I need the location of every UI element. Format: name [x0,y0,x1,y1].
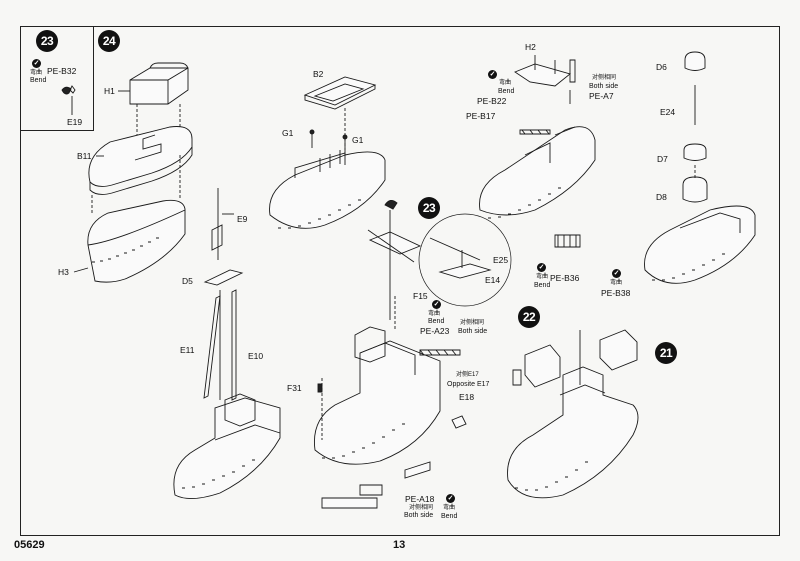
note-both-cn: 对侧相同 [409,505,434,511]
label-e14: E14 [485,275,501,285]
label-e24: E24 [660,107,676,117]
note-both-en: Both side [404,512,434,519]
label-pe-a18: PE-A18 [405,494,435,504]
label-e25: E25 [493,255,509,265]
step-24-upper-hull-right [479,126,596,219]
part-b11-deck [88,126,193,195]
part-g1-pair [309,129,348,158]
label-d8: D8 [656,192,667,202]
part-h2 [514,55,576,135]
label-f31: F31 [287,383,302,393]
step-21-subassembly [599,329,638,371]
step-24-hull-right [644,205,756,284]
funnel-parts [682,51,708,203]
bend-icon: ✓ [612,269,621,278]
page-number: 13 [393,539,406,551]
label-pe-a23: PE-A23 [420,326,450,336]
bend-icon: ✓ [488,70,497,79]
note-bend-cn: 弯曲 [499,80,512,86]
note-both-cn: 对侧相同 [592,75,617,81]
label-h1: H1 [104,86,115,96]
note-bend-en: Bend [534,282,551,289]
label-pe-b36: PE-B36 [550,273,580,283]
note-bend-cn: 弯曲 [536,274,549,280]
page-frame [20,26,780,536]
label-pe-b17: PE-B17 [466,111,496,121]
inset-bend-en: Bend [30,77,47,84]
label-g1-left: G1 [282,128,294,138]
bend-icon: ✓ [432,300,441,309]
inset-part-label: E19 [67,117,83,127]
label-pe-b38: PE-B38 [601,288,631,298]
center-hull [313,296,467,509]
step-number-23-inset: 23 [36,30,58,52]
note-both-cn: 对侧相同 [460,320,485,326]
inset-bend-cn: 弯曲 [30,70,43,76]
bend-icon: ✓ [537,263,546,272]
note-bend-en: Bend [441,513,458,520]
step-23-inset-box [20,26,94,131]
mast-assembly [203,188,244,401]
label-b2: B2 [313,69,324,79]
label-g1-right: G1 [352,135,364,145]
label-d7: D7 [657,154,668,164]
label-d6: D6 [656,62,667,72]
step-number-22: 22 [518,306,540,328]
part-h1-bridge [129,62,189,105]
note-bend-en: Bend [428,318,445,325]
label-e18: E18 [459,392,475,402]
label-f15: F15 [413,291,428,301]
label-h2: H2 [525,42,536,52]
label-e10: E10 [248,351,264,361]
step-number-23-callout: 23 [418,197,440,219]
note-both-en: Both side [589,83,619,90]
step-24-lower-hull-1 [173,393,281,499]
label-e9: E9 [237,214,248,224]
note-bend-en: Bend [498,88,515,95]
step-number-24: 24 [98,30,120,52]
bend-icon: ✓ [446,494,455,503]
step-22-subassembly [512,344,561,388]
step-24-upper-hull [269,150,386,229]
label-pe-b22: PE-B22 [477,96,507,106]
label-h3: H3 [58,267,69,277]
label-b11: B11 [77,151,92,161]
label-e11: E11 [180,345,195,355]
kit-number: 05629 [14,539,45,551]
note-both-en: Both side [458,328,488,335]
note-opposite-cn: 对侧E17 [456,372,479,378]
center-mast-detail [367,200,512,320]
inset-pe-label: PE-B32 [47,66,77,76]
part-b2 [303,76,377,110]
label-pe-a7: PE-A7 [589,91,614,101]
note-bend-cn: 弯曲 [443,505,456,511]
step-24-hull-bottom-right [507,234,639,499]
note-bend-cn: 弯曲 [428,311,441,317]
note-bend-cn: 弯曲 [610,280,623,286]
part-h3-hull [87,199,186,283]
label-d5: D5 [182,276,193,286]
step-number-21: 21 [655,342,677,364]
bend-icon: ✓ [32,59,41,68]
inset-part-e19 [61,85,76,115]
note-opposite-en: Opposite E17 [447,381,490,388]
